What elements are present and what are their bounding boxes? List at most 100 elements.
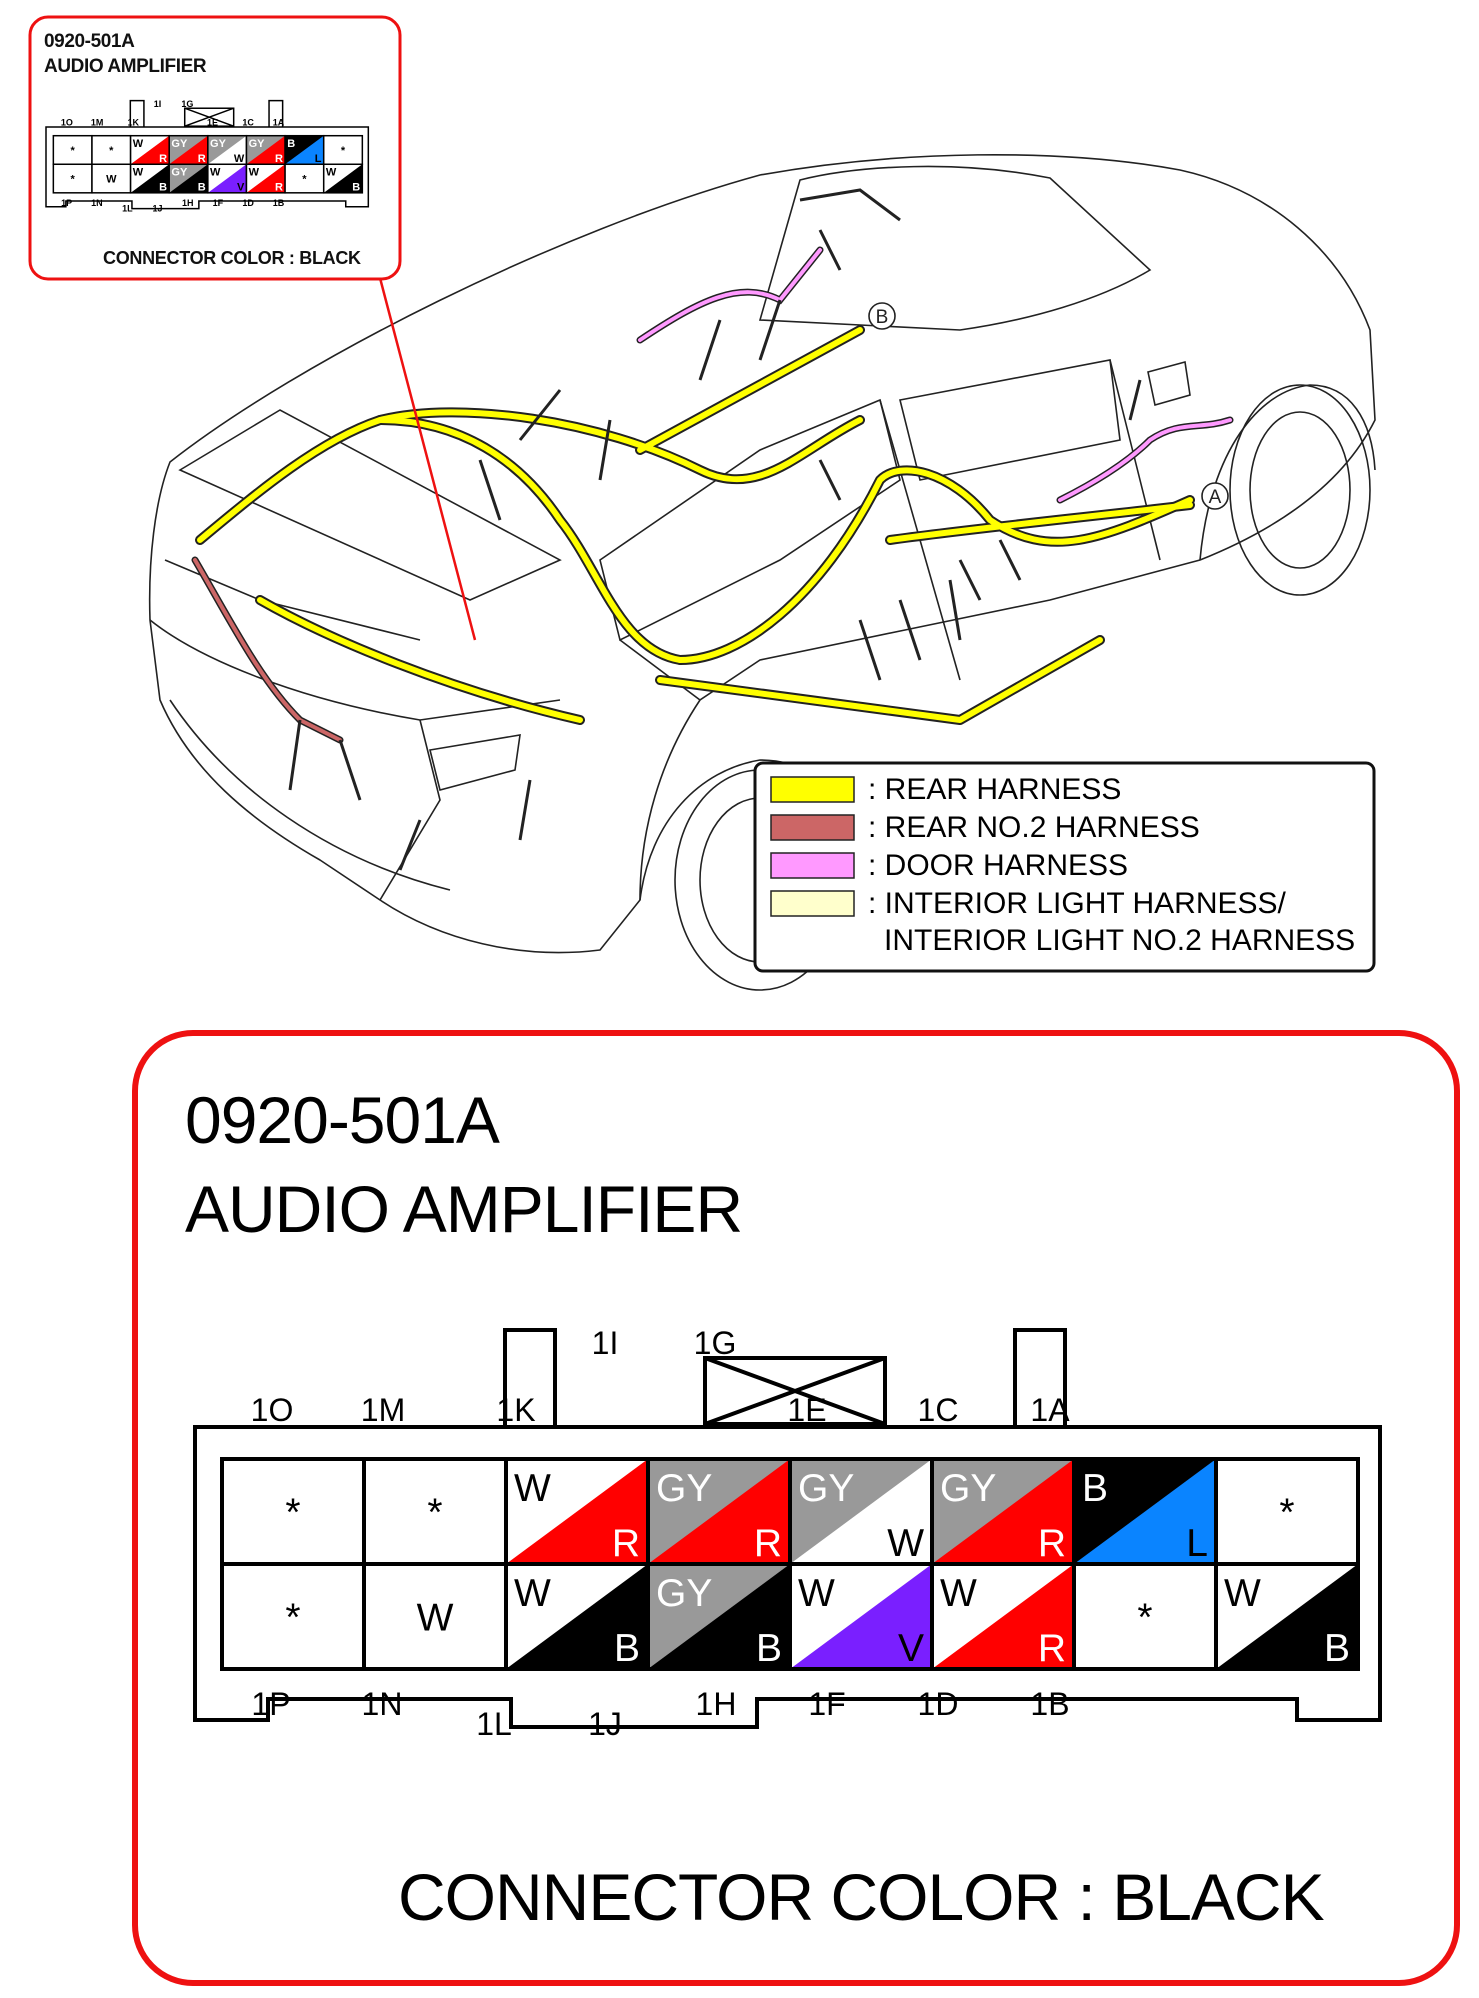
pin-wire-color xyxy=(246,164,286,193)
pin-wire-color xyxy=(932,1459,1074,1564)
pin-label-top: 1C xyxy=(918,1392,959,1428)
connector-pin-1f: WR xyxy=(245,163,286,194)
pin-label-bottom: 1N xyxy=(362,1686,403,1722)
connector-housing xyxy=(46,127,368,209)
pin-wire-stripe: W xyxy=(234,153,245,165)
pin-wire-stripe: R xyxy=(159,153,167,165)
connector-pin-1d: * xyxy=(1072,1562,1218,1671)
pin-wire-primary: GY xyxy=(656,1467,712,1510)
connector-pin-1o: * xyxy=(220,1457,366,1566)
connector-pin-1d: * xyxy=(284,163,325,194)
legend-label: : REAR HARNESS xyxy=(868,773,1121,806)
legend-label: : DOOR HARNESS xyxy=(868,849,1128,882)
connector-pin-1b: WB xyxy=(322,163,364,194)
connector-pin-1j: GYB xyxy=(646,1562,792,1671)
pin-wire-color xyxy=(506,1459,648,1564)
pin-cell-bg xyxy=(364,1459,506,1564)
pin-wire-primary: W xyxy=(514,1572,551,1615)
pin-wire-primary: B xyxy=(287,138,295,150)
pin-wire-primary: W xyxy=(133,138,144,150)
connector-latch-tab xyxy=(1013,1328,1067,1427)
connector-pin-1f: WR xyxy=(930,1562,1076,1671)
pin-label-top: 1O xyxy=(61,117,73,127)
pin-label-bottom: 1H xyxy=(182,198,194,208)
connector-pin-1j: GY B xyxy=(168,163,209,194)
pin-wire-primary: GY xyxy=(249,138,266,150)
pin-wire-color xyxy=(790,1459,932,1564)
pin-wire-stripe: R xyxy=(1038,1522,1066,1565)
pin-wire-color xyxy=(246,135,286,165)
pin-wire-stripe: W xyxy=(887,1522,924,1565)
pin-wire-primary: GY xyxy=(171,167,188,179)
pin-wire-stripe: B xyxy=(352,182,360,194)
pin-label-lock: 1G xyxy=(694,1325,737,1361)
connector-lock-cross xyxy=(184,107,234,127)
pin-label-bottom: 1L xyxy=(476,1706,512,1742)
pin-wire-color xyxy=(207,135,247,165)
marker-b: B xyxy=(868,302,896,330)
pin-wire-primary: W xyxy=(798,1572,835,1615)
callout-connector-code: 0920-501A xyxy=(44,31,135,52)
pin-wire-stripe: B xyxy=(198,182,206,194)
pin-cell-bg xyxy=(91,135,131,165)
pin-wire-primary: GY xyxy=(798,1467,854,1510)
pin-wire-color xyxy=(1074,1459,1216,1564)
connector-pin-1m: * xyxy=(91,134,132,166)
connector-pin-1k: WR xyxy=(129,134,170,165)
pin-label-top: 1E xyxy=(787,1392,826,1428)
svg-text:A: A xyxy=(1209,487,1222,508)
connector-color-text: CONNECTOR COLOR : BLACK xyxy=(398,1860,1325,1934)
connector-pin-1h: WV xyxy=(207,163,248,194)
pin-wire-primary: W xyxy=(210,167,221,179)
pin-cell-bg xyxy=(222,1459,364,1564)
connector-pin-1g: GYW xyxy=(207,134,248,165)
pin-wire-color xyxy=(648,1459,790,1564)
legend-label: : INTERIOR LIGHT HARNESS/ xyxy=(868,887,1287,920)
connector-code: 0920-501A xyxy=(185,1083,500,1157)
pin-wire-primary: W xyxy=(940,1572,977,1615)
pin-wire-primary: W xyxy=(1224,1572,1261,1615)
pin-label-bottom: 1F xyxy=(808,1686,845,1722)
connector-lock-cross xyxy=(704,1356,886,1426)
pin-wire-primary: W xyxy=(326,167,337,179)
connector-pin-1p: * xyxy=(220,1562,366,1671)
connector-pin-1c: BL xyxy=(284,134,325,165)
connector-pin-1g: GY W xyxy=(788,1457,934,1566)
connector-pin-1m: * xyxy=(362,1457,508,1566)
pin-wire-primary: W xyxy=(249,167,260,179)
pin-unused-mark: * xyxy=(285,1492,300,1535)
wire-branches xyxy=(288,188,1142,871)
pin-wire-primary: GY xyxy=(171,138,188,150)
pin-label-bottom: 1D xyxy=(918,1686,959,1722)
pin-unused-mark: * xyxy=(109,145,114,157)
callout-connector-color: CONNECTOR COLOR : BLACK xyxy=(103,248,361,268)
pin-cell-bg xyxy=(53,135,92,165)
pin-wire-color xyxy=(1216,1564,1358,1669)
pin-wire-stripe: R xyxy=(1038,1627,1066,1670)
pin-label-top: 1A xyxy=(273,117,285,127)
pin-label-lock: 1G xyxy=(181,99,193,109)
connector-pin-1l: WB xyxy=(504,1562,650,1671)
pin-wire-color xyxy=(285,135,324,165)
pin-cell-border xyxy=(322,163,364,194)
pin-wire-color xyxy=(506,1564,648,1669)
pin-label-bottom: 1P xyxy=(251,1686,290,1722)
pin-cell-bg xyxy=(1074,1564,1216,1669)
harness-legend: : REAR HARNESS: REAR NO.2 HARNESS: DOOR … xyxy=(753,761,1376,973)
pin-wire-stripe: L xyxy=(1186,1522,1208,1565)
pin-unused-mark: * xyxy=(341,145,346,157)
connector-housing xyxy=(195,1427,1380,1727)
legend-swatch xyxy=(770,890,855,917)
connector-pin-1i: GYR xyxy=(168,134,209,165)
pin-label-bottom: 1D xyxy=(242,198,254,208)
pin-wire-code: W xyxy=(106,174,117,186)
pin-wire-color xyxy=(790,1564,932,1669)
connector-pin-1e: GYR xyxy=(245,134,286,165)
pin-wire-stripe: R xyxy=(754,1522,782,1565)
pin-label-bottom: 1B xyxy=(273,198,285,208)
pin-unused-mark: * xyxy=(302,174,307,186)
pin-wire-color xyxy=(323,164,363,193)
pin-unused-mark: * xyxy=(285,1597,300,1640)
